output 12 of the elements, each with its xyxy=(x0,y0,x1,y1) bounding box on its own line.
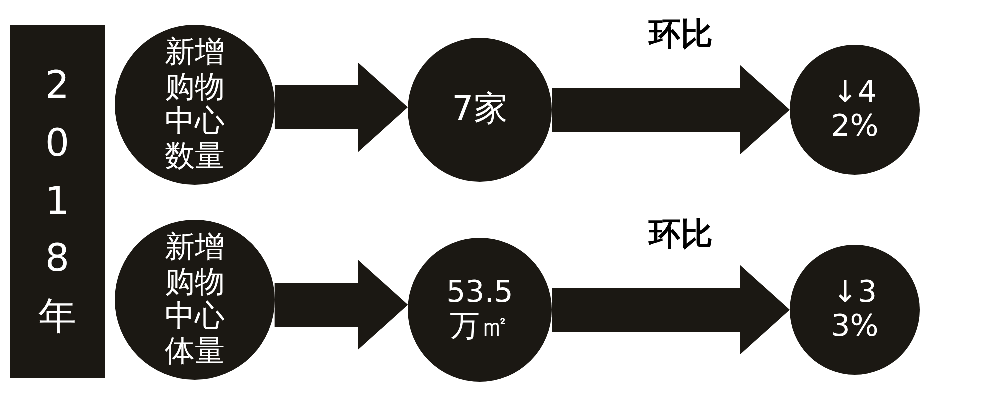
node-text: 新增购物中心数量 xyxy=(165,36,225,174)
block-arrow xyxy=(274,260,408,350)
node-text: ↓42% xyxy=(830,76,880,144)
node-text: 7家 xyxy=(451,90,509,130)
block-arrow xyxy=(274,62,408,152)
node-text: 53.5万㎡ xyxy=(446,276,514,344)
node-text: 2018年 xyxy=(38,62,76,340)
block-arrow xyxy=(552,265,790,355)
node-text: ↓33% xyxy=(830,276,880,344)
block-arrow xyxy=(552,65,790,155)
year-box xyxy=(10,25,105,378)
node-text: 新增购物中心体量 xyxy=(165,231,225,369)
